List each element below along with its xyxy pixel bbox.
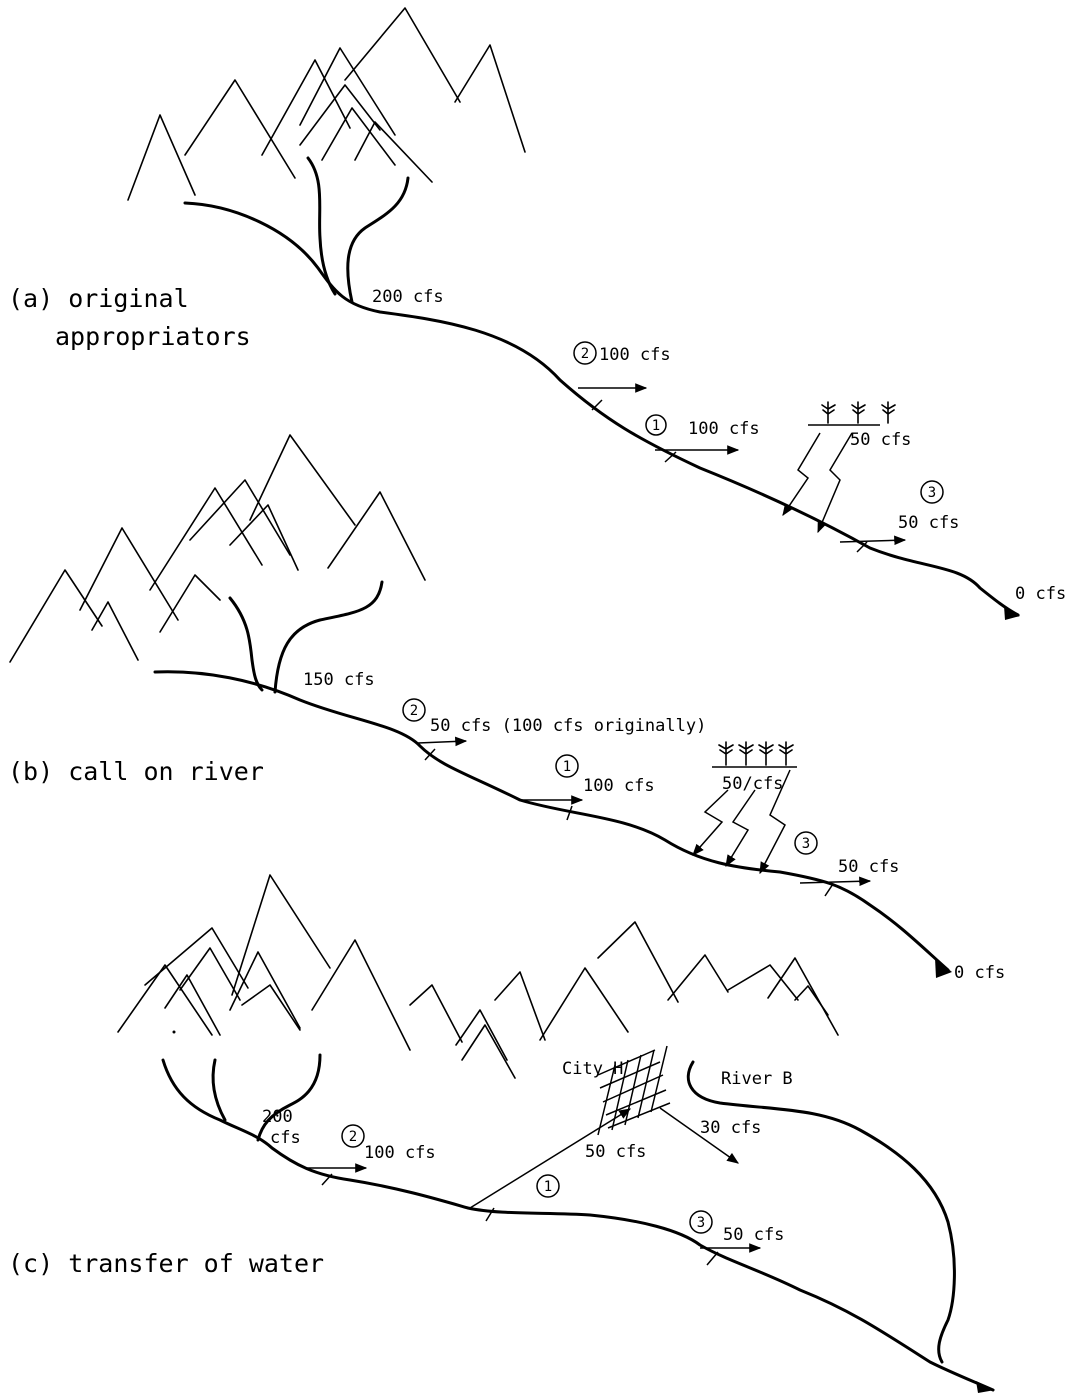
circle-1-b: 1 <box>555 754 579 778</box>
circle-2-b: 2 <box>402 698 426 722</box>
city-h-grid <box>597 1045 671 1136</box>
caption-b: (b) call on river <box>8 757 264 786</box>
river-b <box>153 580 952 978</box>
flow-label-right2-a: 100 cfs <box>599 345 671 365</box>
panel-b: 2 1 3 150 cfs 50 cfs (100 cfs originally… <box>8 434 1005 983</box>
svg-text:3: 3 <box>697 1215 705 1231</box>
circle-3-a: 3 <box>920 480 944 504</box>
diversion-arrow-3-a <box>839 535 907 546</box>
svg-text:3: 3 <box>928 485 936 501</box>
flow-label-right1-b: 100 cfs <box>583 776 655 796</box>
caption-c: (c) transfer of water <box>8 1249 324 1278</box>
svg-text:1: 1 <box>563 759 571 775</box>
svg-text:1: 1 <box>544 1179 552 1195</box>
crop-field-b <box>692 741 797 875</box>
river-a <box>183 156 1020 620</box>
flow-label-right3-c: 50 cfs <box>723 1225 784 1245</box>
flow-label-right2-c: 100 cfs <box>364 1143 436 1163</box>
flow-label-right2-b: 50 cfs (100 cfs originally) <box>430 716 706 736</box>
svg-text:2: 2 <box>410 703 418 719</box>
city-outflow-arrow-c <box>659 1107 739 1164</box>
flow-label-source-b: 150 cfs <box>303 670 375 690</box>
mountains-c <box>117 874 839 1079</box>
flow-label-source-c-line2: cfs <box>270 1128 301 1148</box>
svg-text:2: 2 <box>581 346 589 362</box>
flow-label-source-a: 200 cfs <box>372 287 444 307</box>
diversion-arrow-3-b <box>799 876 872 887</box>
crop-field-a <box>782 401 896 534</box>
flow-label-source-c-line1: 200 <box>262 1107 293 1127</box>
flow-label-right3-a: 50 cfs <box>898 513 959 533</box>
city-h-label: City H <box>562 1059 623 1079</box>
flow-label-city-outflow-c: 30 cfs <box>700 1118 761 1138</box>
flow-label-right1-c: 50 cfs <box>585 1142 646 1162</box>
panel-a: 2 1 3 200 cfs 100 cfs 100 cfs 50 cfs 50 … <box>8 7 1066 620</box>
mountains-a <box>127 7 526 201</box>
circle-1-c: 1 <box>536 1174 560 1198</box>
svg-text:1: 1 <box>652 418 660 434</box>
diversion-arrow-2-b <box>417 736 468 747</box>
circle-1-a: 1 <box>645 414 667 436</box>
flow-label-end-b: 0 cfs <box>954 963 1005 983</box>
transfer-arrow-c <box>469 1108 632 1209</box>
svg-text:2: 2 <box>349 1129 357 1145</box>
circle-2-c: 2 <box>341 1124 365 1148</box>
river-main-c <box>161 1053 995 1393</box>
caption-a-line2: appropriators <box>55 322 251 351</box>
circle-3-b: 3 <box>794 831 818 855</box>
svg-text:3: 3 <box>802 836 810 852</box>
dot-c <box>172 1030 176 1034</box>
flow-label-crop-b: 50/cfs <box>722 774 783 794</box>
flow-label-crop-a: 50 cfs <box>850 430 911 450</box>
panel-c: 2 1 3 200 cfs 100 cfs 50 cfs City H 30 c… <box>8 874 995 1393</box>
circle-2-a: 2 <box>573 341 597 365</box>
flow-label-right3-b: 50 cfs <box>838 857 899 877</box>
river-b-label: River B <box>721 1069 793 1089</box>
river-b-c <box>686 1060 956 1364</box>
caption-a-line1: (a) original <box>8 284 189 313</box>
mountains-b <box>9 434 426 663</box>
flow-label-end-a: 0 cfs <box>1015 584 1066 604</box>
circle-3-c: 3 <box>689 1210 713 1234</box>
flow-label-right1-a: 100 cfs <box>688 419 760 439</box>
